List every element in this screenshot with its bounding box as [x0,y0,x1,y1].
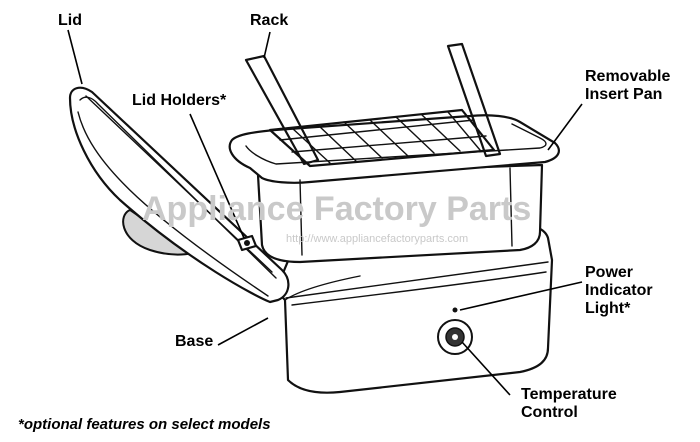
label-power-indicator: Power Indicator Light* [585,264,653,318]
label-insert-pan: Removable Insert Pan [585,68,670,104]
watermark-main: Appliance Factory Parts [142,190,532,228]
leader-rack [263,31,271,59]
footnote: *optional features on select models [18,416,271,433]
leader-lid [67,29,83,85]
rack [244,42,502,168]
label-power-line1: Power [585,264,634,281]
label-insert-pan-line2: Insert Pan [585,86,663,103]
temperature-knob [437,319,473,355]
label-insert-pan-line1: Removable [585,68,671,85]
leader-base [217,317,269,346]
leader-insert-pan [547,103,583,151]
label-power-line2: Indicator [585,282,653,299]
leader-temperature [461,341,511,396]
label-base: Base [175,333,214,350]
label-temperature-line2: Control [521,404,578,421]
lid-holder [236,234,258,252]
leader-power [459,281,583,311]
label-rack: Rack [250,12,289,29]
power-indicator-light [452,307,458,313]
label-temperature-line1: Temperature [521,386,617,403]
label-power-line3: Light* [585,300,631,317]
label-lid: Lid [58,12,82,29]
label-lid-holders: Lid Holders* [132,92,227,109]
leader-lid-holders [189,113,245,239]
label-temperature-control: Temperature Control [521,386,617,422]
watermark-url: http://www.appliancefactoryparts.com [286,233,469,245]
